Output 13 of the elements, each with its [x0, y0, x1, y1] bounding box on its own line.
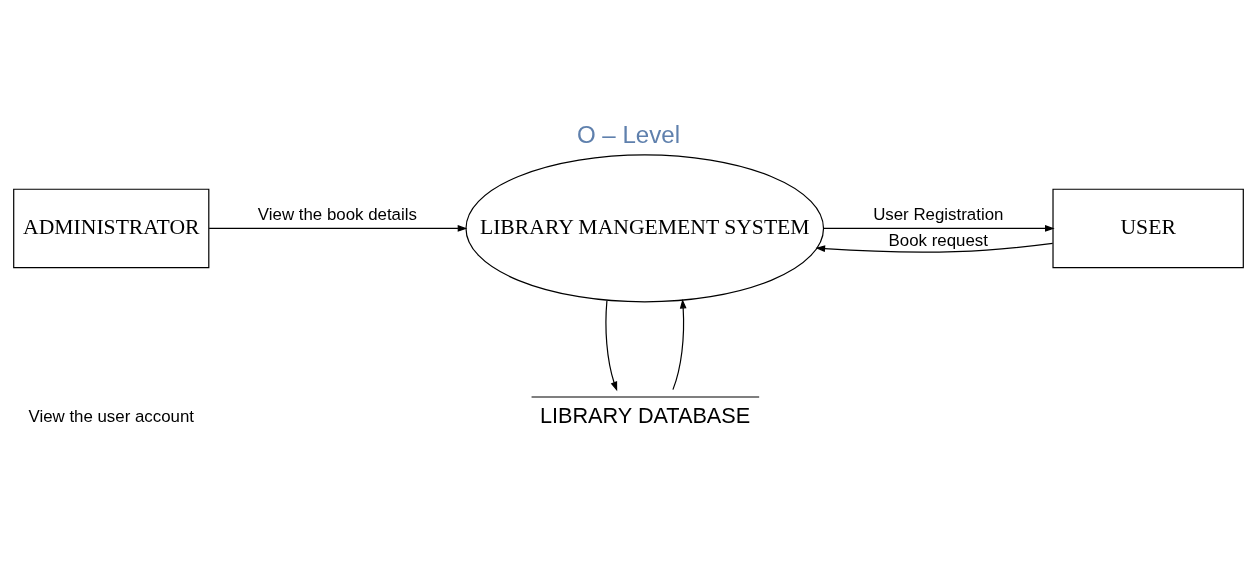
arrow	[823, 224, 1055, 232]
arrow	[208, 224, 468, 232]
arrow	[605, 299, 618, 391]
label: View the user account	[28, 406, 195, 426]
arrow	[815, 242, 1054, 253]
edge-label: View the book details	[257, 204, 417, 224]
edge-label: Book request	[888, 230, 988, 250]
arrow	[672, 298, 687, 390]
edge-label: User Registration	[873, 204, 1004, 224]
node-box: ADMINISTRATOR	[13, 188, 210, 268]
node-box: USER	[1052, 188, 1244, 268]
diagram-title: O – Level	[576, 120, 681, 148]
node-text: LIBRARY DATABASE	[539, 402, 751, 428]
